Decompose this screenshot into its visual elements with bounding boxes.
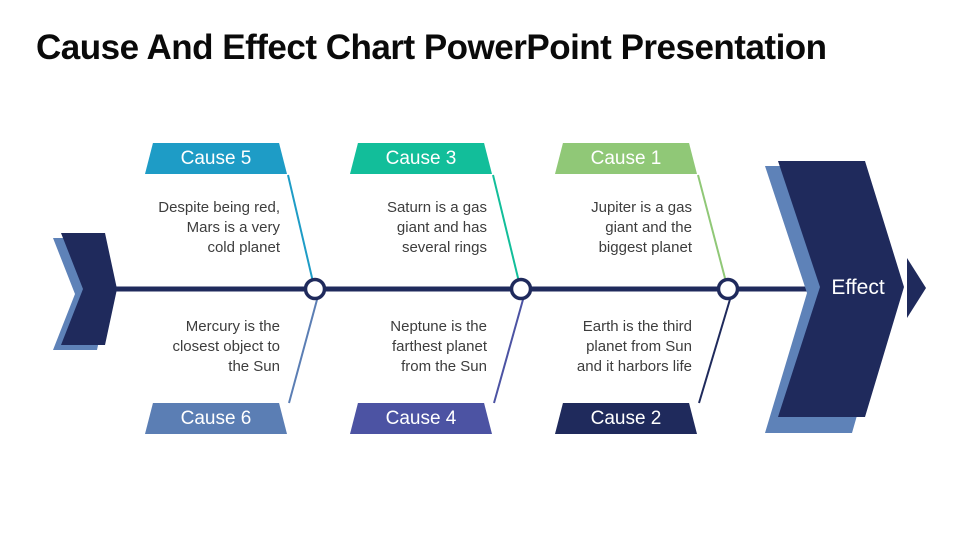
connector-cause-3 (492, 174, 520, 283)
spine-node-2 (509, 277, 533, 301)
connector-cause-6 (288, 295, 319, 404)
cause-5-banner: Cause 5 (145, 143, 287, 174)
cause-4-banner: Cause 4 (350, 403, 492, 434)
cause-2-note: Earth is the third planet from Sun and i… (576, 318, 692, 375)
cause-5-note: Despite being red, Mars is a very cold p… (158, 199, 280, 256)
connector-cause-4 (493, 295, 525, 404)
effect-arrow (778, 161, 904, 417)
cause-1-note: Jupiter is a gas giant and the biggest p… (591, 199, 692, 256)
effect-arrow-tip (907, 258, 926, 318)
connector-cause-2 (698, 295, 732, 404)
connector-cause-1 (697, 174, 727, 283)
cause-2-banner: Cause 2 (555, 403, 697, 434)
cause-6-note: Mercury is the closest object to the Sun (172, 318, 280, 375)
cause-6-banner: Cause 6 (145, 403, 287, 434)
spine-node-1 (303, 277, 327, 301)
slide-title: Cause And Effect Chart PowerPoint Presen… (36, 28, 827, 67)
cause-3-note: Saturn is a gas giant and has several ri… (386, 199, 487, 256)
start-chevron (61, 233, 117, 345)
effect-label: Effect (831, 276, 885, 299)
connector-cause-5 (287, 174, 314, 283)
spine-node-3 (716, 277, 740, 301)
cause-1-banner: Cause 1 (555, 143, 697, 174)
cause-4-note: Neptune is the farthest planet from the … (390, 318, 487, 375)
cause-3-banner: Cause 3 (350, 143, 492, 174)
